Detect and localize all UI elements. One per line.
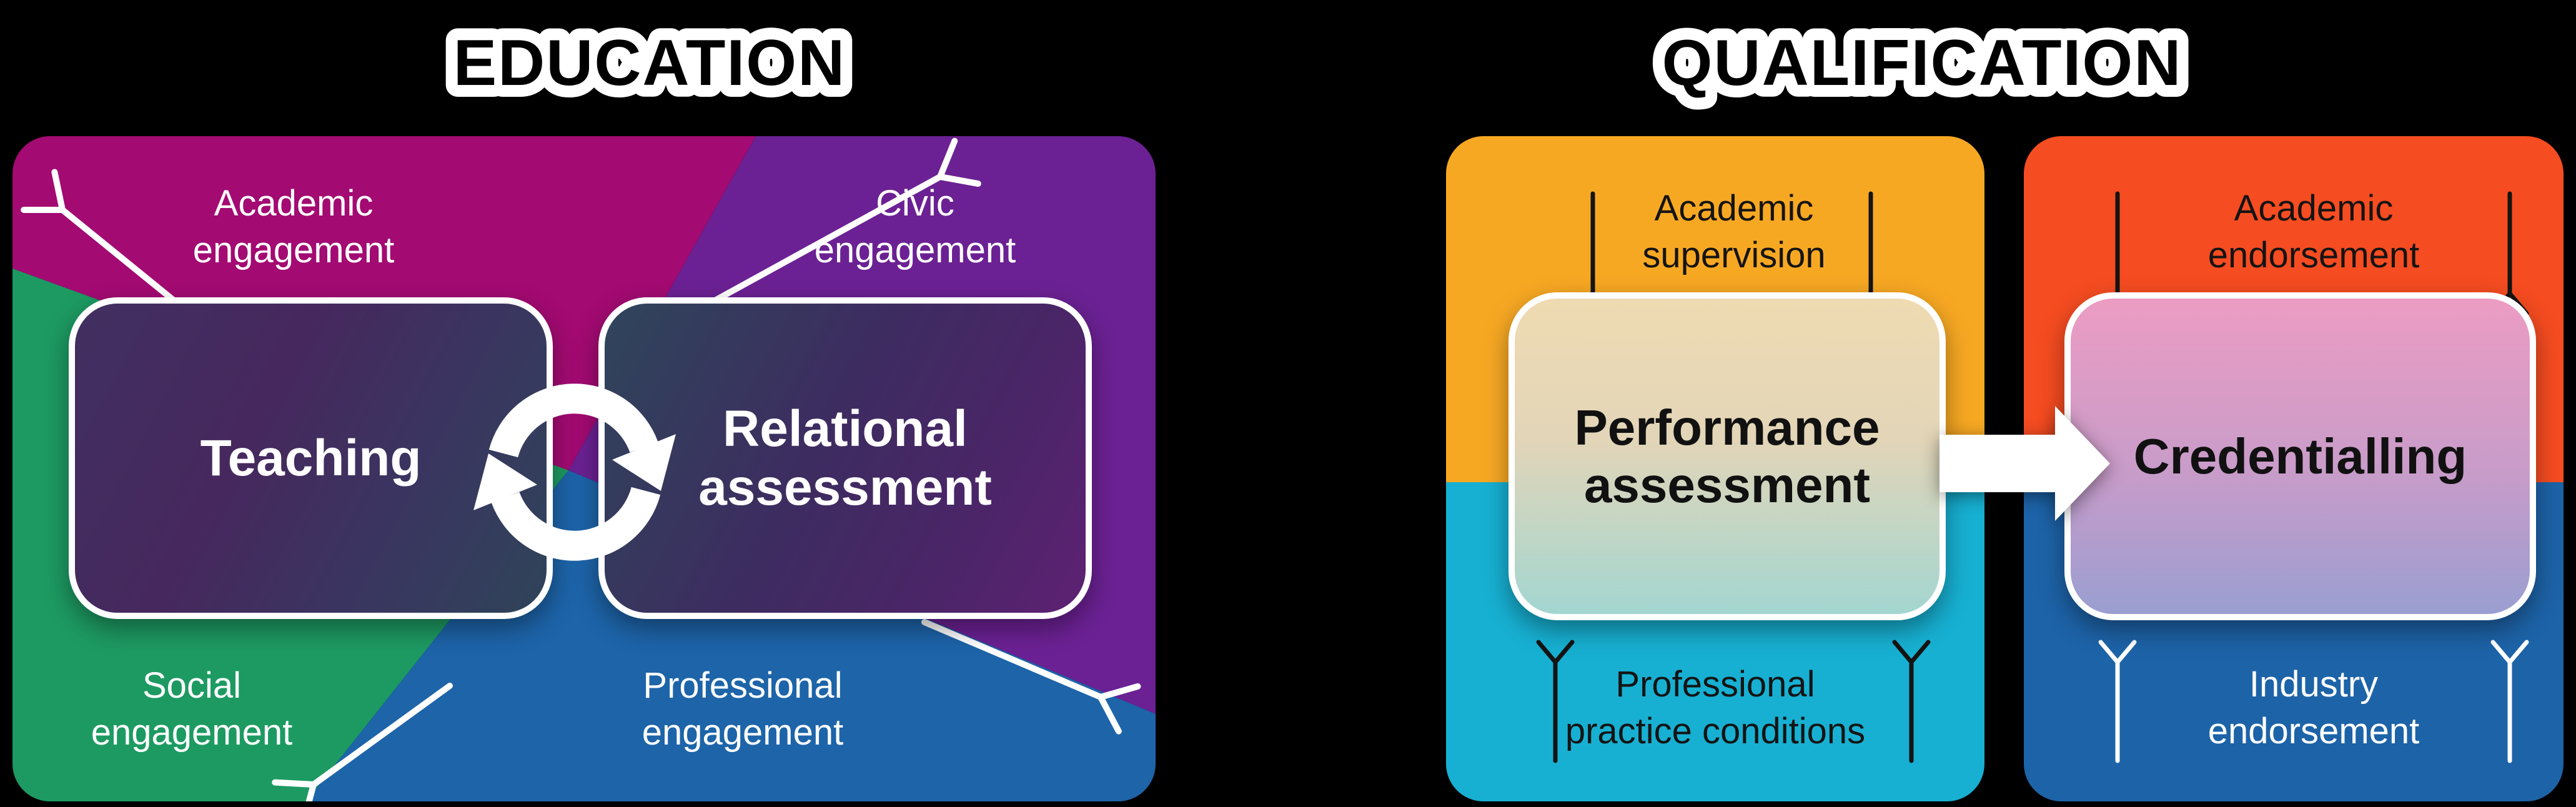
relational-line-1: Relational: [723, 400, 968, 457]
credentialling-node: Credentialling: [2064, 292, 2536, 620]
academic-supervision-label: Academic supervision: [1528, 185, 1940, 279]
teaching-node: Teaching: [69, 297, 553, 619]
education-title-block: EDUCATION: [442, 15, 857, 111]
relational-assessment-node: Relational assessment: [598, 297, 1092, 619]
academic-label-line-2: engagement: [192, 230, 395, 270]
academic-engagement-label: Academic engagement: [87, 180, 500, 274]
supervision-label-line-1: Academic: [1654, 188, 1814, 229]
professional-label-line-1: Professional: [643, 665, 843, 706]
practice-label-line-2: practice conditions: [1565, 711, 1866, 751]
performance-assessment-node-label: Performance assessment: [1574, 399, 1880, 514]
social-engagement-label: Social engagement: [17, 662, 367, 756]
endorsement-label-line-1: Academic: [2234, 188, 2394, 229]
arrow-to-professional-corner: [921, 619, 1141, 735]
qualification-title-block: QUALIFICATION: [1650, 15, 2193, 111]
performance-line-2: assessment: [1583, 457, 1871, 513]
professional-practice-label: Professional practice conditions: [1509, 661, 1921, 755]
performance-assessment-panel: Performance assessment Academic supervis…: [1446, 136, 1984, 801]
performance-to-credentialling-arrow: [1939, 406, 2110, 521]
relational-line-2: assessment: [698, 458, 992, 516]
academic-endorsement-label: Academic endorsement: [2108, 185, 2520, 279]
education-title: EDUCATION: [453, 27, 846, 99]
industry-endorsement-label: Industry endorsement: [2108, 661, 2520, 755]
education-panel: Teaching Relational assessment Academic …: [12, 136, 1156, 801]
endorsement-label-line-2: endorsement: [2207, 235, 2420, 275]
social-label-line-2: engagement: [91, 712, 293, 753]
supervision-label-line-2: supervision: [1642, 235, 1826, 275]
relational-assessment-node-label: Relational assessment: [698, 400, 992, 517]
credentialling-node-label: Credentialling: [2133, 428, 2467, 484]
practice-label-line-1: Professional: [1615, 664, 1815, 705]
civic-engagement-label: Civic engagement: [728, 180, 1102, 274]
performance-line-1: Performance: [1574, 399, 1880, 455]
credentialling-panel: Credentialling Academic endorsement Indu…: [2024, 136, 2564, 801]
teaching-node-label: Teaching: [200, 429, 422, 487]
performance-assessment-node: Performance assessment: [1508, 292, 1946, 620]
social-label-line-1: Social: [142, 665, 241, 706]
industry-label-line-2: endorsement: [2207, 711, 2420, 751]
academic-label-line-1: Academic: [214, 183, 374, 224]
civic-label-line-2: engagement: [814, 230, 1016, 270]
industry-label-line-1: Industry: [2249, 664, 2379, 705]
qualification-title: QUALIFICATION: [1662, 27, 2182, 99]
arrow-to-social-corner: [272, 683, 453, 801]
professional-engagement-label: Professional engagement: [530, 662, 955, 756]
professional-label-line-2: engagement: [642, 712, 844, 753]
civic-label-line-1: Civic: [876, 183, 954, 224]
flow-arrow-shape: [1939, 406, 2110, 521]
